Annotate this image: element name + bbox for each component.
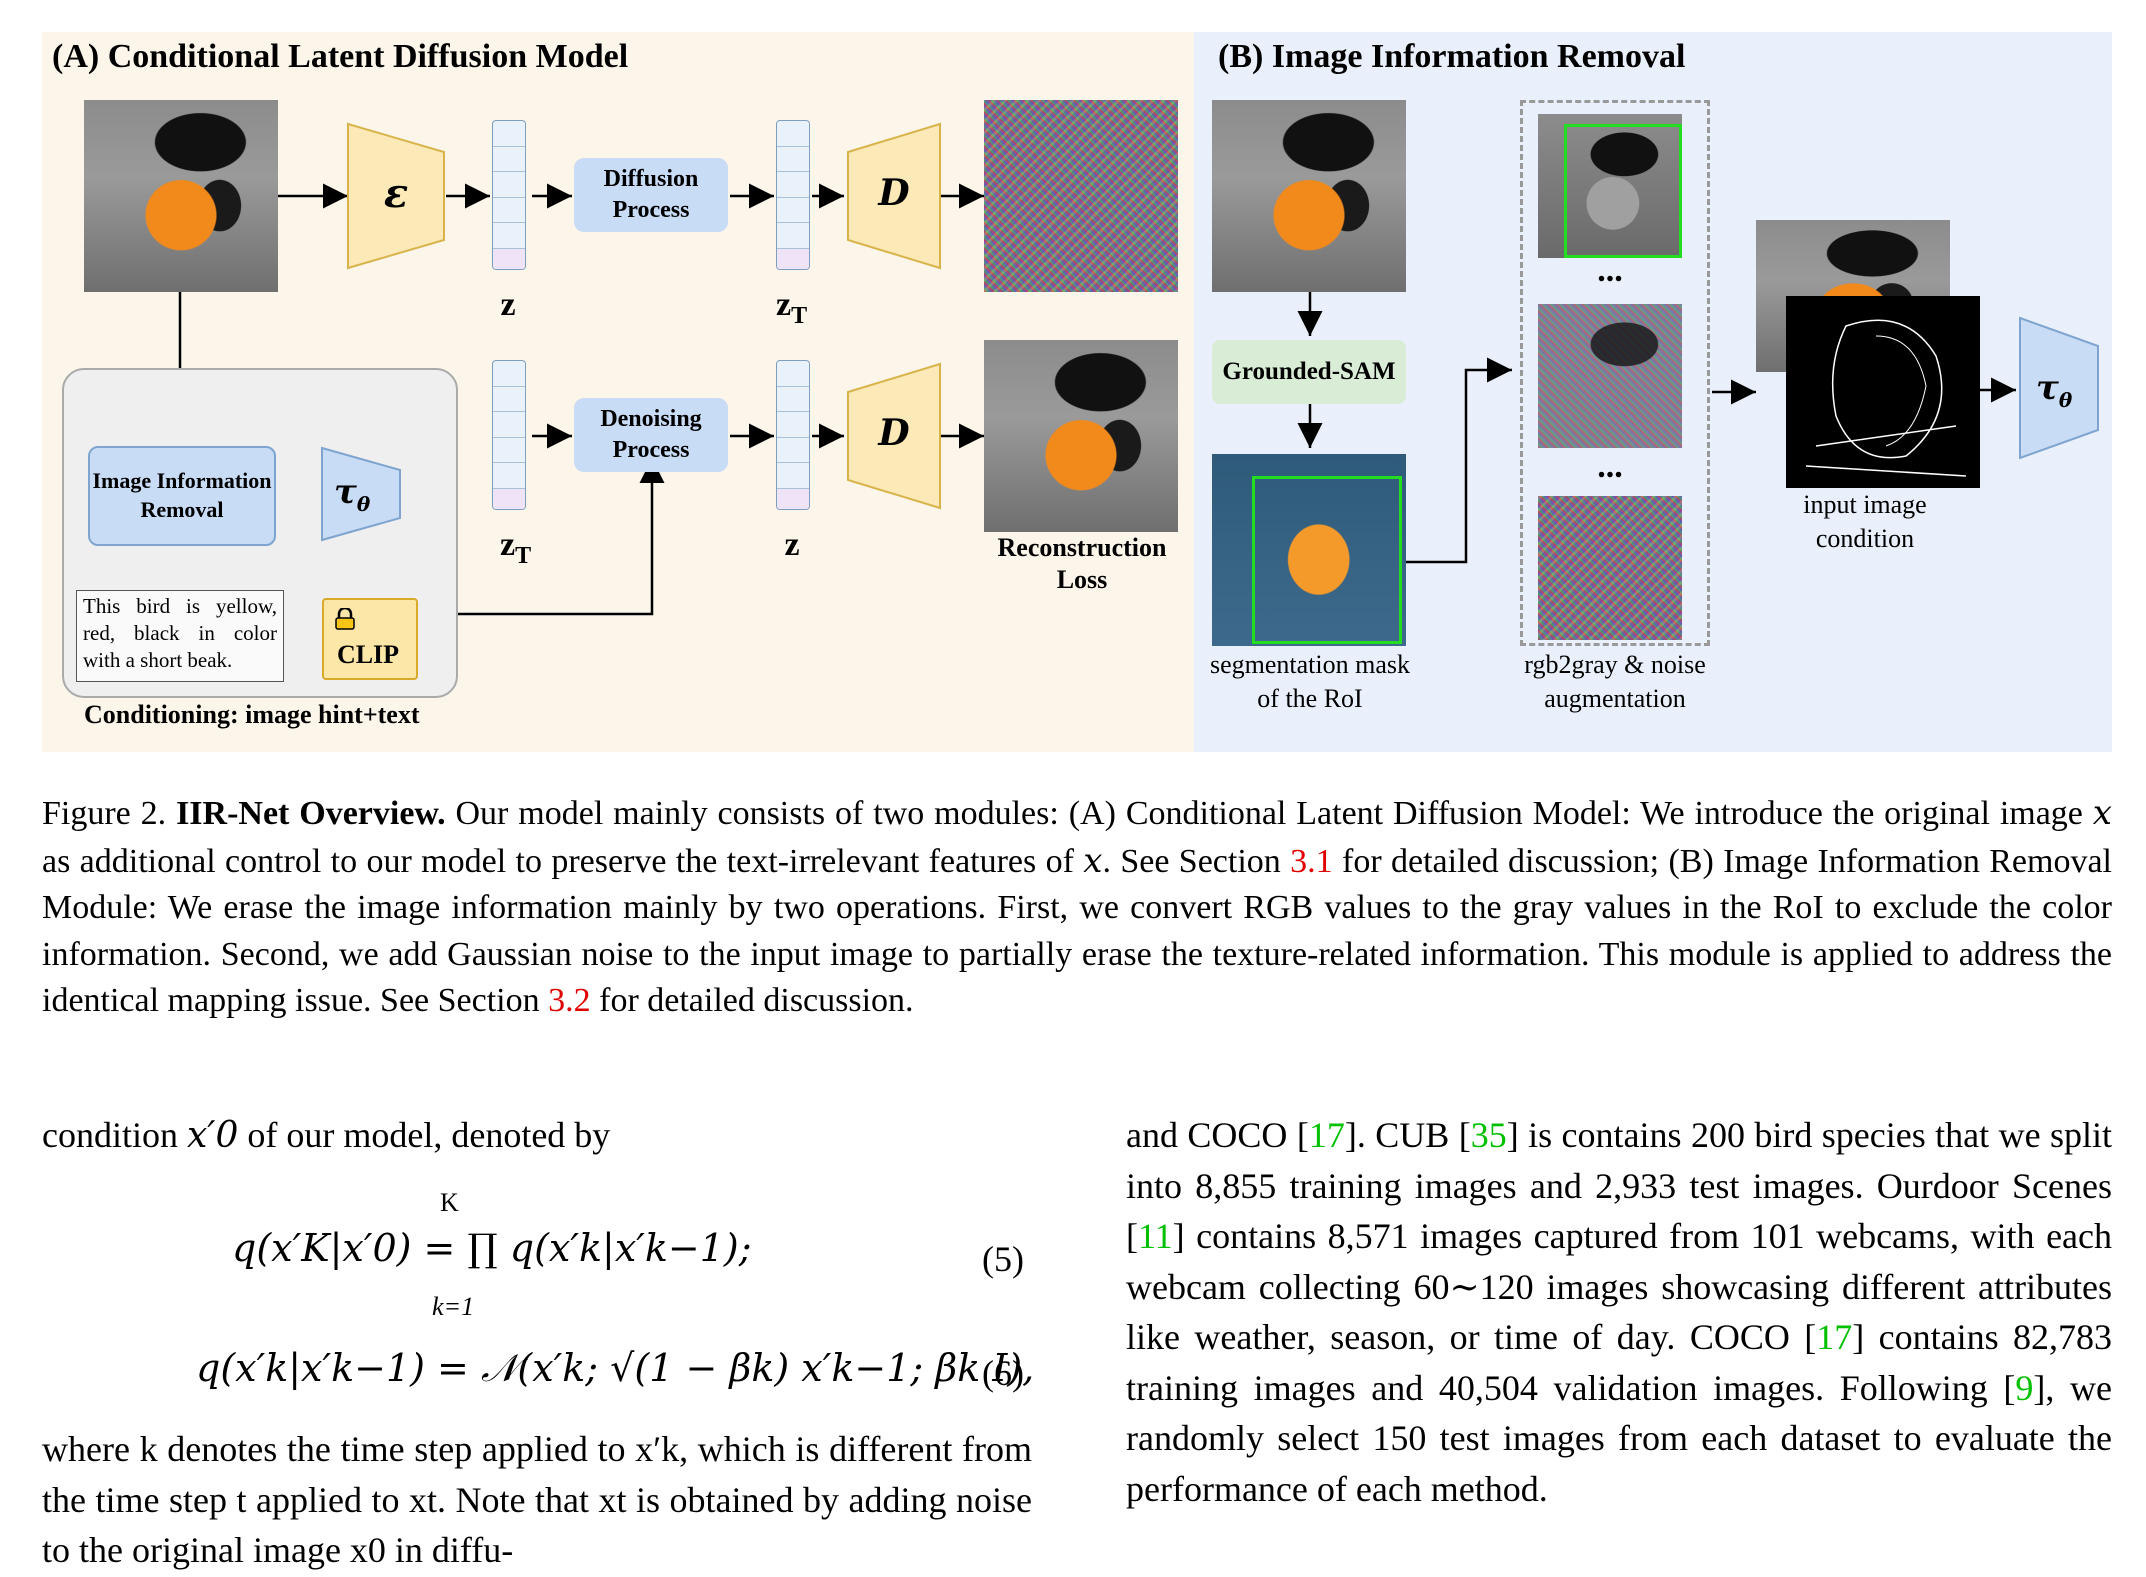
z-label: z bbox=[500, 286, 516, 323]
conditioning-label: Conditioning: image hint+text bbox=[84, 700, 420, 729]
encoder-symbol: ε bbox=[383, 170, 409, 217]
tau-symbol-b: τθ bbox=[2036, 368, 2073, 412]
left-paragraph: where k denotes the time step applied to… bbox=[42, 1429, 1032, 1570]
noisy-gray-image bbox=[1538, 304, 1682, 448]
equation-5: q(x′K|x′0) = ∏ q(x′k|x′k−1); bbox=[232, 1226, 752, 1270]
figure-caption: Figure 2. IIR-Net Overview. Our model ma… bbox=[42, 793, 2112, 1019]
cite-17b[interactable]: 17 bbox=[1816, 1317, 1853, 1357]
grounded-sam-box: Grounded-SAM bbox=[1212, 340, 1406, 404]
left-intro: condition x′0 of our model, denoted by bbox=[42, 1115, 611, 1156]
eq6-number: (6) bbox=[982, 1353, 1024, 1393]
tau-block-a bbox=[321, 446, 401, 542]
decoder-symbol-bottom: D bbox=[878, 412, 910, 454]
lock-icon bbox=[334, 606, 356, 630]
panel-a-title: (A) Conditional Latent Diffusion Model bbox=[52, 38, 629, 75]
cite-35[interactable]: 35 bbox=[1470, 1115, 1507, 1155]
z-label-bottom: z bbox=[784, 526, 800, 563]
right-paragraph: and COCO [17]. CUB [35] is contains 200 … bbox=[1126, 1115, 2112, 1509]
gray-bird-image bbox=[1538, 114, 1682, 258]
roi-bounding-box bbox=[1252, 476, 1402, 644]
gray-roi-box bbox=[1564, 124, 1682, 258]
latent-zt-vector bbox=[776, 120, 810, 270]
clip-box bbox=[322, 598, 418, 680]
eq5-upper-limit: K bbox=[440, 1188, 459, 1217]
encoder-block bbox=[347, 122, 445, 270]
segmentation-image bbox=[1212, 454, 1406, 646]
decoder-block-bottom bbox=[847, 362, 941, 510]
pure-noise-image bbox=[1538, 496, 1682, 640]
section-link-3-1[interactable]: 3.1 bbox=[1290, 842, 1333, 880]
text-prompt: This bird is yellow, red, black in color… bbox=[76, 590, 284, 682]
tau-symbol-a: τθ bbox=[334, 472, 371, 516]
input-bird-image-b bbox=[1212, 100, 1406, 292]
ellipsis-2: ... bbox=[1597, 448, 1623, 485]
zt-label-bottom: zT bbox=[500, 526, 532, 569]
eq5-lower-limit: k=1 bbox=[432, 1292, 475, 1321]
tau-block-b bbox=[2019, 316, 2099, 460]
augmentation-caption: rgb2gray & noise augmentation bbox=[1524, 650, 1706, 713]
panel-b-title: (B) Image Information Removal bbox=[1218, 38, 1686, 75]
latent-zt-vector-bottom bbox=[492, 360, 526, 510]
cite-17[interactable]: 17 bbox=[1308, 1115, 1345, 1155]
zt-label-top: zT bbox=[776, 286, 808, 329]
latent-z-vector bbox=[492, 120, 526, 270]
noisy-latent-image bbox=[984, 100, 1178, 292]
edge-map-image bbox=[1786, 296, 1980, 488]
augmentation-group bbox=[1520, 100, 1710, 646]
diffusion-process-box: Diffusion Process bbox=[574, 158, 728, 232]
cite-9[interactable]: 9 bbox=[2015, 1367, 2034, 1408]
reconstructed-bird-image bbox=[984, 340, 1178, 532]
denoising-process-box: Denoising Process bbox=[574, 398, 728, 472]
decoder-symbol-top: D bbox=[878, 172, 910, 214]
input-bird-image bbox=[84, 100, 278, 292]
condition-caption: input image condition bbox=[1803, 490, 1927, 553]
decoder-block-top bbox=[847, 122, 941, 270]
equation-6: q(x′k|x′k−1) = 𝒩(x′k; √(1 − βk) x′k−1; β… bbox=[196, 1346, 1035, 1390]
eq5-number: (5) bbox=[982, 1239, 1024, 1279]
segmentation-caption: segmentation mask of the RoI bbox=[1209, 650, 1410, 713]
section-link-3-2[interactable]: 3.2 bbox=[548, 982, 591, 1019]
cite-11[interactable]: 11 bbox=[1138, 1216, 1173, 1256]
latent-z-vector-bottom bbox=[776, 360, 810, 510]
iir-box: Image Information Removal bbox=[88, 446, 276, 546]
ellipsis-1: ... bbox=[1597, 252, 1623, 289]
reconstruction-loss-label: Reconstruction Loss bbox=[997, 533, 1167, 594]
clip-label: CLIP bbox=[336, 640, 400, 669]
